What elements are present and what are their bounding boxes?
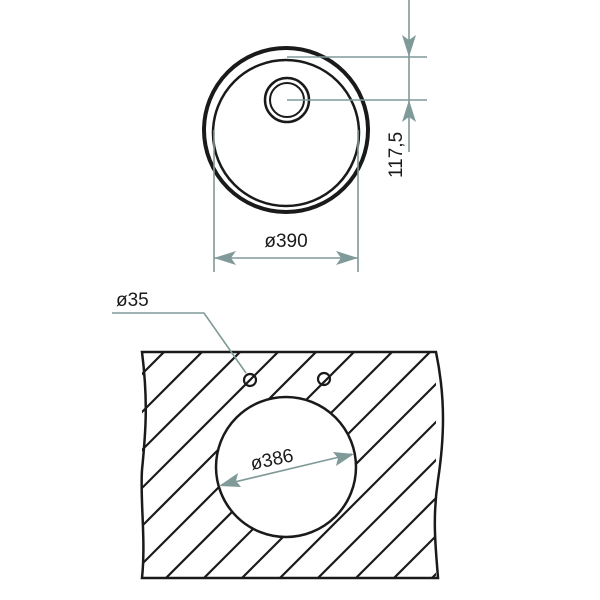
- arrow-left-icon: [214, 251, 236, 265]
- hatch-line: [295, 352, 436, 578]
- tap-hole: [242, 372, 258, 388]
- hatch-line: [142, 352, 215, 578]
- arrow-up-icon: [402, 100, 416, 122]
- dimension-line: [221, 453, 353, 486]
- arrow-right-icon: [336, 251, 358, 265]
- cutout-diameter-label: ø386: [249, 445, 296, 475]
- sink-inner-bowl: [211, 58, 361, 208]
- hatch-line: [257, 352, 436, 578]
- hatch-line: [0, 340, 138, 600]
- arrow-down-icon: [402, 35, 416, 57]
- hole-diameter-label: ø35: [116, 290, 149, 311]
- hatch-line: [142, 352, 291, 578]
- countertop-hatching: [0, 340, 600, 600]
- drain-offset-label: 117,5: [386, 132, 407, 178]
- hatch-line: [448, 340, 600, 600]
- hatch-line: [142, 352, 329, 578]
- sink-top-view: 117,5 ø390: [202, 0, 427, 272]
- hatch-line: [0, 340, 100, 600]
- tap-hole: [316, 371, 332, 387]
- arrow-right-icon: [333, 452, 354, 466]
- hatch-line: [333, 352, 436, 578]
- cutout-view: ø35 ø386: [0, 290, 600, 600]
- hatch-line: [142, 352, 253, 578]
- countertop-outline: [140, 350, 445, 580]
- leader-line: [112, 312, 247, 374]
- hatch-line: [142, 352, 177, 578]
- sink-outer-rim: [202, 46, 370, 214]
- arrow-left-icon: [219, 473, 241, 487]
- cutout-circle: [214, 395, 358, 539]
- hatch-line: [181, 352, 436, 578]
- sink-diameter-label: ø390: [264, 231, 307, 252]
- hatch-line: [371, 352, 436, 578]
